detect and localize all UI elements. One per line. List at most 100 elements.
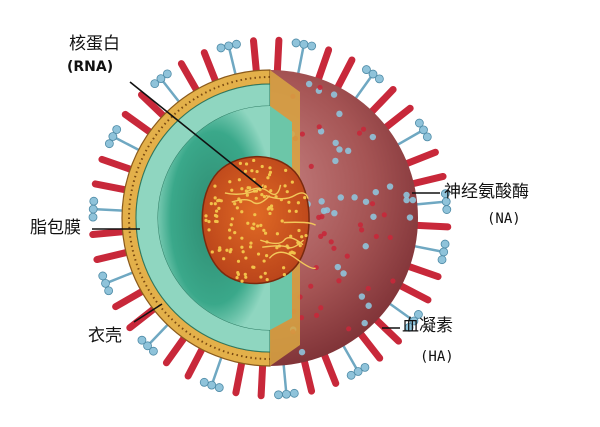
na-surface-dot	[321, 208, 327, 214]
rna-bead	[252, 159, 255, 162]
rna-bead	[265, 254, 268, 257]
rna-bead	[218, 199, 221, 202]
rna-bead	[295, 210, 298, 213]
rna-bead	[266, 278, 269, 281]
rna-bead	[204, 219, 207, 222]
ha-surface-dot	[309, 164, 314, 169]
na-surface-dot	[351, 194, 357, 200]
na-surface-dot	[370, 134, 376, 140]
ha-surface-dot	[357, 131, 362, 136]
rna-bead	[276, 232, 279, 235]
rna-bead	[268, 212, 271, 215]
rna-bead	[214, 214, 217, 217]
na-surface-dot	[345, 148, 351, 154]
na-spike-head	[274, 391, 282, 399]
na-spike-head	[215, 384, 223, 392]
na-spike-head	[138, 336, 146, 344]
ha-surface-dot	[329, 239, 334, 244]
na-surface-dot	[299, 349, 305, 355]
ha-surface-dot	[322, 231, 327, 236]
rna-bead	[214, 202, 217, 205]
ha-surface-dot	[374, 234, 379, 239]
rna-bead	[213, 185, 216, 188]
rna-bead	[207, 220, 210, 223]
na-spike-head	[440, 248, 448, 256]
na-spike-head	[89, 213, 97, 221]
rna-bead	[236, 206, 239, 209]
na-spike-head	[163, 70, 171, 78]
rna-bead	[240, 237, 243, 240]
rna-bead	[268, 173, 271, 176]
rna-bead	[228, 236, 231, 239]
rna-bead	[304, 234, 307, 237]
rna-bead	[263, 259, 266, 262]
rna-bead	[240, 246, 243, 249]
na-spike-head	[423, 133, 431, 141]
rna-bead	[222, 257, 225, 260]
rna-bead	[264, 272, 267, 275]
na-surface-dot	[332, 158, 338, 164]
rna-bead	[244, 273, 247, 276]
rna-bead	[240, 280, 243, 283]
label-nucleoprotein: 核蛋白	[69, 36, 120, 53]
rna-bead	[211, 250, 214, 253]
na-spike-head	[217, 44, 225, 52]
rna-bead	[246, 194, 249, 197]
na-surface-dot	[306, 81, 312, 87]
ha-surface-dot	[370, 201, 375, 206]
rna-bead	[228, 180, 231, 183]
rna-bead	[207, 228, 210, 231]
ha-surface-dot	[359, 227, 364, 232]
na-spike-head	[292, 39, 300, 47]
na-spike-head	[375, 75, 383, 83]
rna-bead	[283, 184, 286, 187]
na-surface-dot	[336, 146, 342, 152]
rna-bead	[288, 209, 291, 212]
label-neuraminidase: 神经氨酸酶	[444, 184, 529, 201]
ha-surface-dot	[345, 254, 350, 259]
na-spike-head	[347, 371, 355, 379]
na-surface-dot	[373, 189, 379, 195]
na-surface-dot	[335, 264, 341, 270]
rna-bead	[225, 249, 228, 252]
na-spike-head	[225, 42, 233, 50]
rna-bead	[261, 165, 264, 168]
na-spike-head	[282, 390, 290, 398]
rna-bead	[297, 201, 300, 204]
rna-bead	[240, 187, 243, 190]
ha-surface-dot	[319, 214, 324, 219]
rna-bead	[242, 250, 245, 253]
rna-bead	[244, 170, 247, 173]
rna-bead	[281, 219, 284, 222]
rna-bead	[291, 251, 294, 254]
rna-bead	[283, 273, 286, 276]
rna-bead	[270, 208, 273, 211]
rna-bead	[256, 224, 259, 227]
rna-bead	[204, 214, 207, 217]
rna-bead	[210, 202, 213, 205]
rna-bead	[282, 266, 285, 269]
rna-bead	[244, 276, 247, 279]
rna-bead	[244, 256, 247, 259]
rna-bead	[286, 190, 289, 193]
label-hemagglutinin-abbr: (HA)	[420, 350, 454, 364]
rna-bead	[246, 222, 249, 225]
na-surface-dot	[331, 210, 337, 216]
ha-surface-dot	[382, 212, 387, 217]
na-spike-head	[105, 140, 113, 148]
rna-bead	[257, 252, 260, 255]
rna-bead	[266, 176, 269, 179]
rna-bead	[214, 196, 217, 199]
ha-surface-dot	[314, 313, 319, 318]
rna-bead	[231, 217, 234, 220]
rna-bead	[214, 220, 217, 223]
rna-bead	[250, 227, 253, 230]
na-spike-head	[90, 197, 98, 205]
ha-surface-dot	[358, 222, 363, 227]
rna-bead	[230, 189, 233, 192]
rna-bead	[237, 273, 240, 276]
rna-bead	[262, 229, 265, 232]
rna-bead	[249, 245, 252, 248]
rna-bead	[255, 197, 258, 200]
rna-bead	[287, 201, 290, 204]
